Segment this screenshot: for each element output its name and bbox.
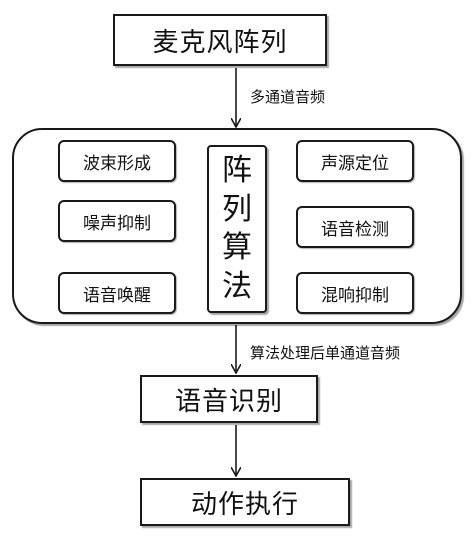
array-algorithm-char-4: 法: [222, 269, 252, 305]
mic-array-node: 麦克风阵列: [113, 14, 327, 66]
array-algorithm-char-1: 阵: [222, 152, 252, 188]
edge-label-multichannel: 多通道音频: [250, 88, 326, 106]
array-algorithm-title: 阵 列 算 法: [207, 145, 267, 313]
module-voice-detection: 语音检测: [296, 206, 414, 248]
array-algorithm-char-2: 列: [222, 191, 252, 227]
speech-recognition-node: 语音识别: [140, 375, 318, 423]
array-algorithm-group: [12, 128, 462, 324]
edge-label-single-channel: 算法处理后单通道音频: [250, 344, 401, 362]
action-execution-node: 动作执行: [140, 478, 350, 526]
module-noise-suppression: 噪声抑制: [58, 200, 176, 242]
module-sound-source-localization: 声源定位: [296, 140, 414, 182]
module-beamforming: 波束形成: [58, 140, 176, 182]
array-algorithm-char-3: 算: [222, 230, 252, 266]
module-reverb-suppression: 混响抑制: [296, 272, 414, 314]
module-voice-wakeup: 语音唤醒: [58, 272, 176, 314]
